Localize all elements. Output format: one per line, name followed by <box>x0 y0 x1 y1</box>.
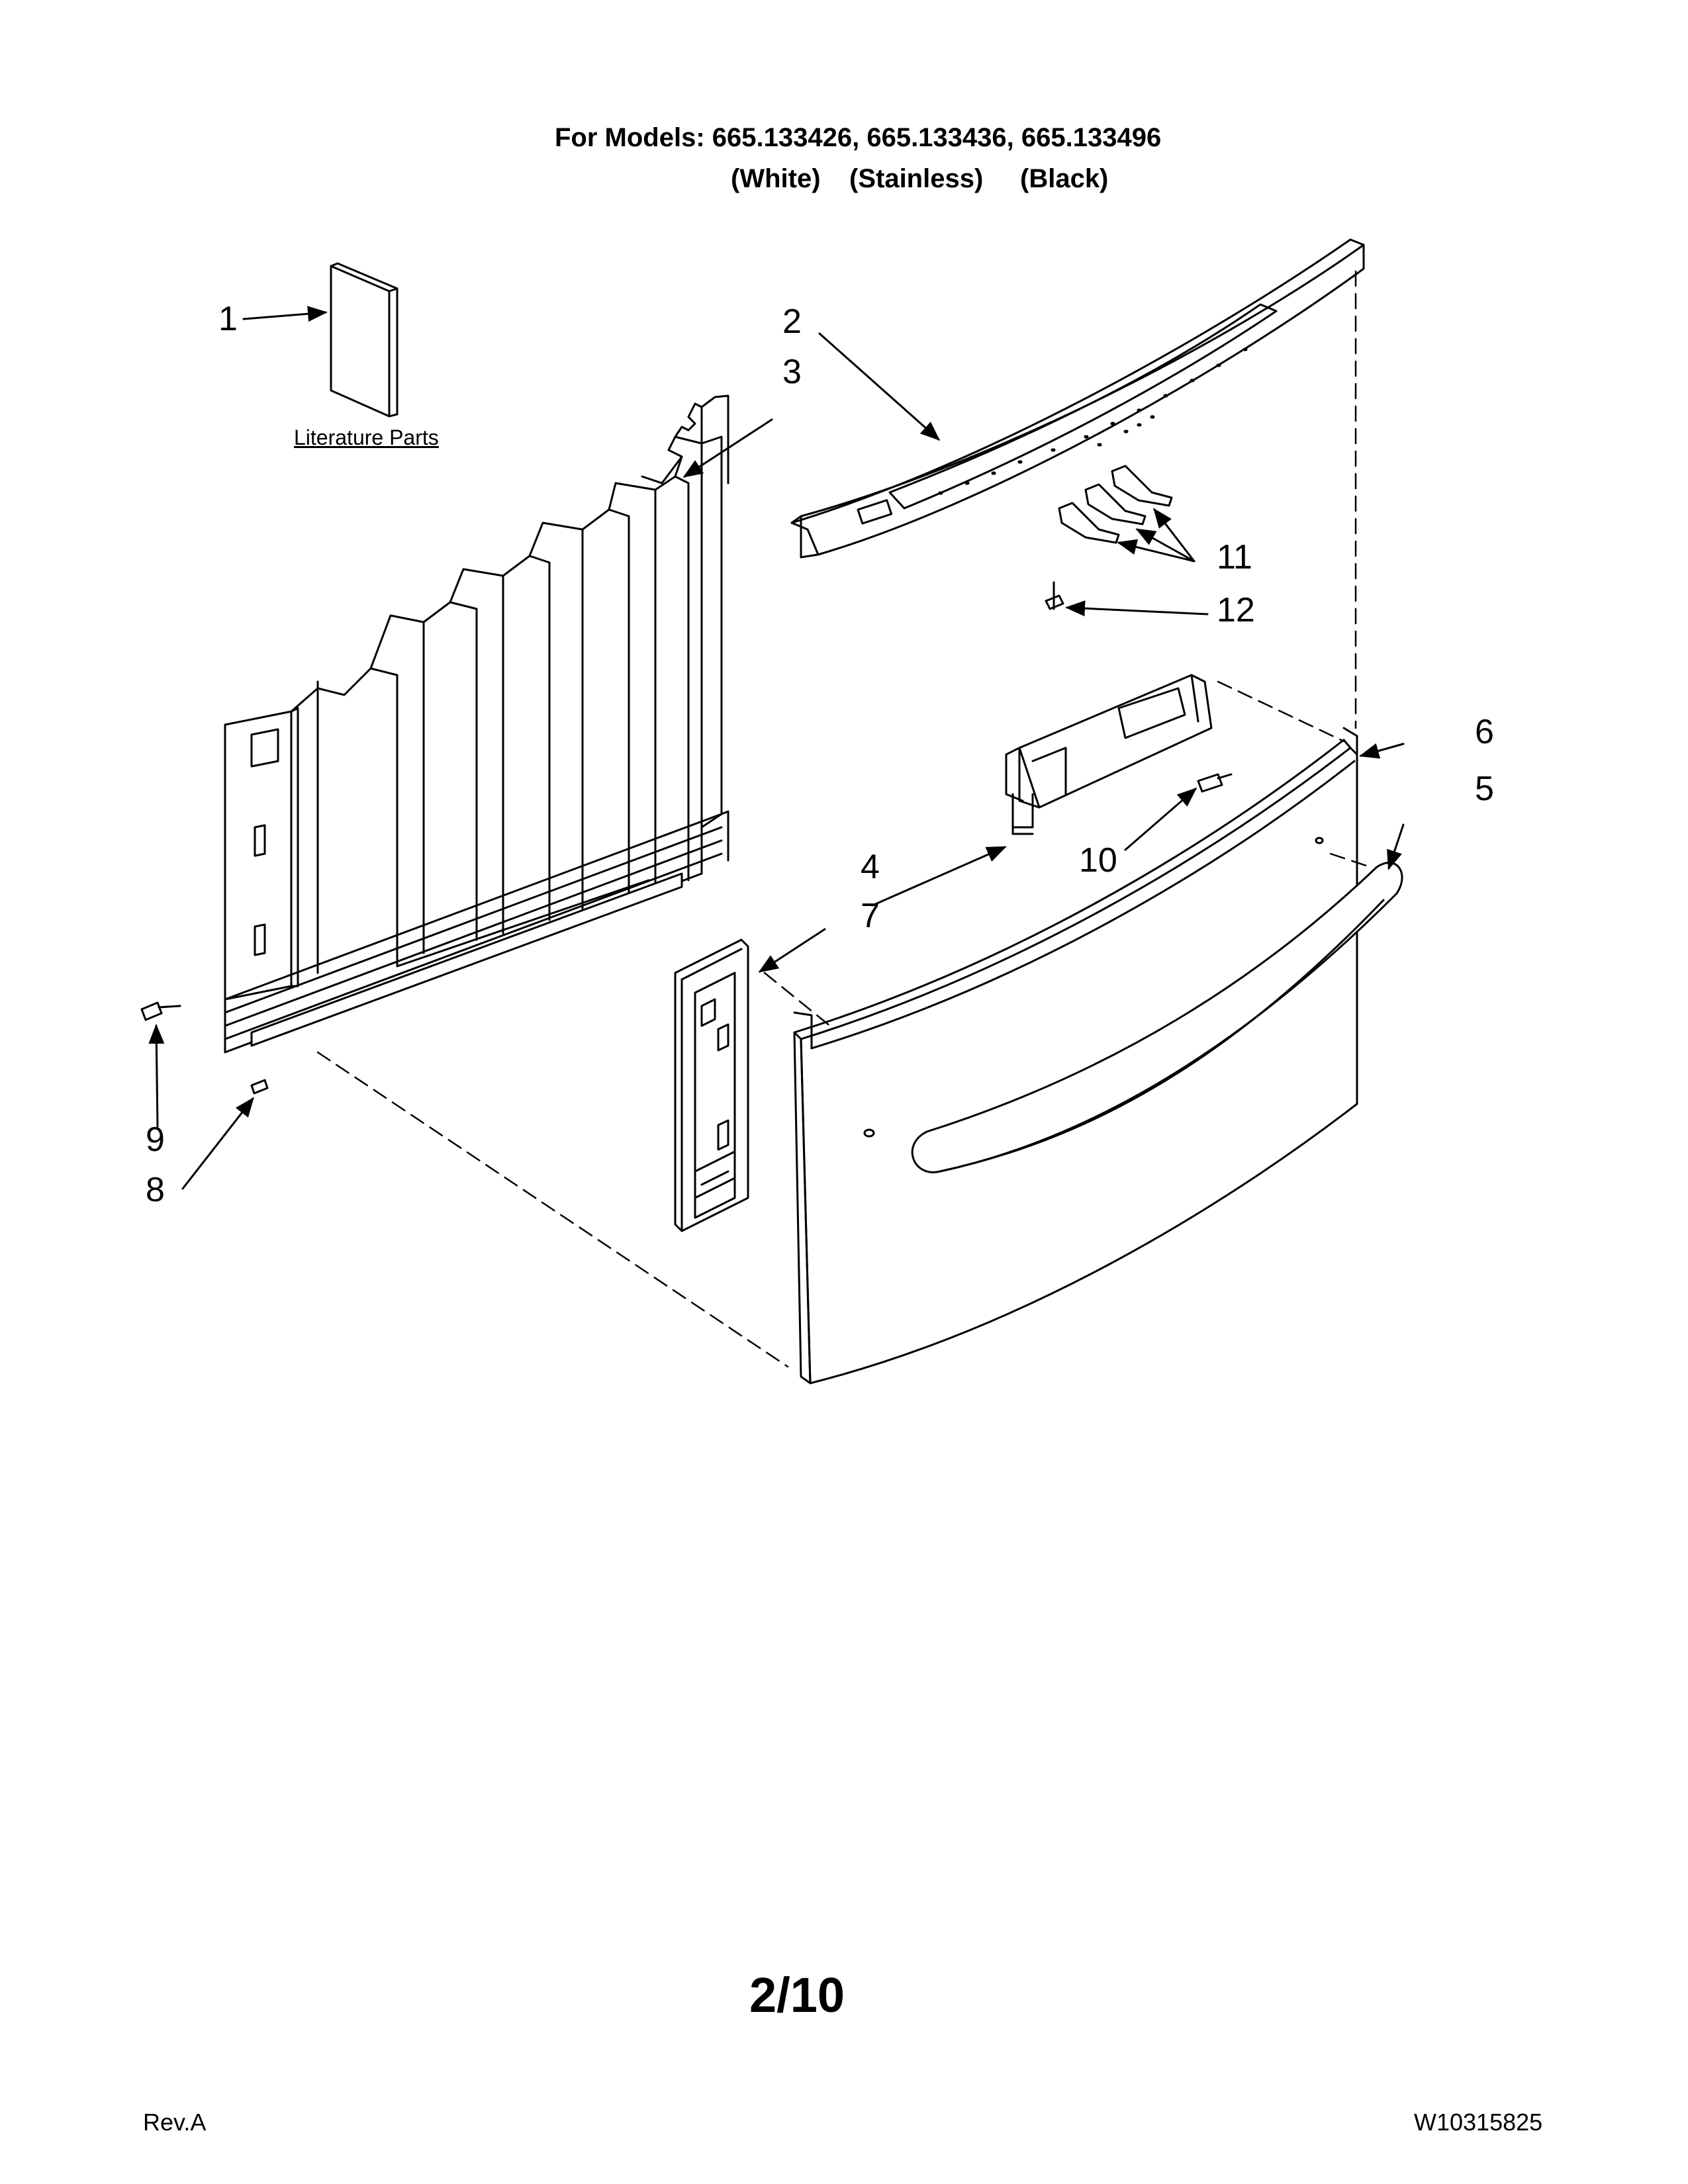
literature-booklet <box>330 262 399 418</box>
callout-2: 2 <box>782 302 802 341</box>
color-label-black: (Black) <box>1020 164 1109 193</box>
callout-1: 1 <box>218 300 238 338</box>
callout-3: 3 <box>782 353 802 391</box>
drawer-front <box>793 727 1358 1385</box>
callout-6: 6 <box>1475 713 1494 751</box>
page-number: 2/10 <box>749 1968 845 2023</box>
models-title: For Models: 665.133426, 665.133436, 665.… <box>555 123 1162 152</box>
callout-8: 8 <box>146 1171 165 1209</box>
callout-leaders <box>148 306 1405 1190</box>
drawer-frame-assembly <box>224 394 729 1054</box>
literature-parts-label: Literature Parts <box>294 426 439 449</box>
callout-5: 5 <box>1475 770 1494 808</box>
drawer-handle <box>911 862 1403 1173</box>
assembly-guide-lines <box>316 270 1372 1368</box>
document-number: W10315825 <box>1414 2109 1543 2136</box>
color-label-stainless: (Stainless) <box>849 164 984 193</box>
callout-7: 7 <box>861 897 880 935</box>
callout-11: 11 <box>1217 538 1252 576</box>
rail-8 <box>250 1079 269 1095</box>
callout-12: 12 <box>1217 591 1255 629</box>
drawer-right-bracket <box>1005 674 1213 835</box>
callout-10: 10 <box>1079 841 1117 880</box>
clip-parts <box>1058 465 1173 544</box>
color-label-white: (White) <box>731 164 821 193</box>
revision-label: Rev.A <box>143 2109 207 2136</box>
callout-4: 4 <box>861 848 880 886</box>
screw-10 <box>1197 773 1233 793</box>
screw-12 <box>1045 581 1064 610</box>
screw-9 <box>140 1001 181 1021</box>
callout-9: 9 <box>146 1120 165 1159</box>
drawer-left-bracket <box>674 938 749 1232</box>
control-panel-trim <box>790 238 1365 559</box>
